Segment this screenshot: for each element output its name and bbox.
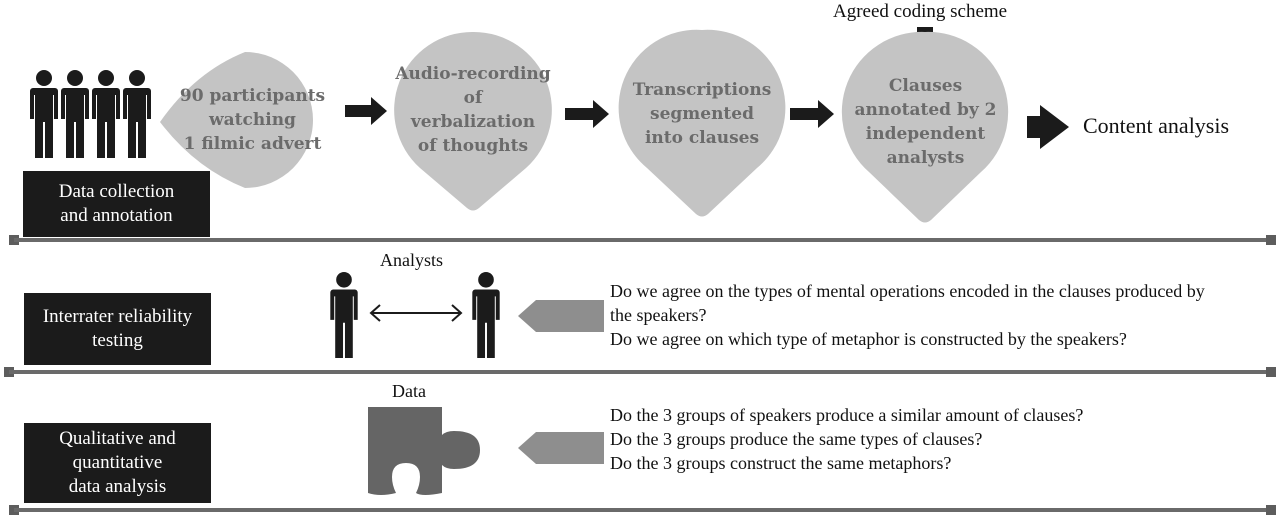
arrow-right-icon — [565, 100, 609, 128]
reliability-questions: Do we agree on the types of mental opera… — [610, 279, 1205, 351]
pointer-left-icon — [518, 300, 604, 332]
question: Do the 3 groups produce the same types o… — [610, 429, 983, 449]
row2-label-box: Interrater reliability testing — [24, 293, 211, 365]
content-analysis-label: Content analysis — [1083, 113, 1230, 138]
analysts-label: Analysts — [380, 250, 443, 270]
participants-group-icon — [30, 70, 151, 158]
question: Do the 3 groups of speakers produce a si… — [610, 405, 1084, 425]
coding-scheme-label: Agreed coding scheme — [833, 1, 1008, 22]
step-bubble-audio-recording — [394, 31, 552, 211]
analyst-person-icon — [330, 271, 358, 358]
row3-label-box: Qualitative and quantitative data analys… — [24, 423, 211, 503]
section-divider — [14, 508, 1270, 512]
rule-end-cap — [1266, 505, 1276, 515]
step-bubble-participants — [160, 52, 313, 188]
step-bubble-transcriptions — [618, 29, 786, 217]
step-text-participants: 90 participants watching 1 filmic advert — [179, 86, 326, 154]
puzzle-piece-icon — [368, 407, 480, 495]
arrow-right-large-icon — [1027, 105, 1069, 149]
step-bubble-annotated-clauses — [841, 31, 1009, 223]
pointer-left-icon — [518, 432, 604, 464]
analysis-questions: Do the 3 groups of speakers produce a si… — [610, 403, 1083, 475]
question: Do we agree on the types of mental opera… — [610, 281, 1205, 301]
step-text-annotated-clauses: Clauses annotated by 2 independent analy… — [854, 76, 997, 168]
data-label: Data — [392, 381, 426, 401]
question: Do the 3 groups construct the same metap… — [610, 453, 952, 473]
rule-end-cap — [1266, 235, 1276, 245]
step-text-audio-recording: Audio-recording of verbalization of thou… — [395, 64, 551, 156]
rule-end-cap — [1266, 367, 1276, 377]
question: the speakers? — [610, 305, 707, 325]
section-divider — [14, 238, 1270, 242]
step-text-transcriptions: Transcriptions segmented into clauses — [632, 80, 772, 148]
row1-label-box: Data collection and annotation — [23, 171, 210, 237]
arrow-right-icon — [790, 100, 834, 128]
double-arrow-icon — [369, 304, 463, 322]
analyst-person-icon — [472, 271, 500, 358]
section-divider — [9, 370, 1271, 374]
question: Do we agree on which type of metaphor is… — [610, 329, 1127, 349]
arrow-right-icon — [345, 97, 387, 125]
